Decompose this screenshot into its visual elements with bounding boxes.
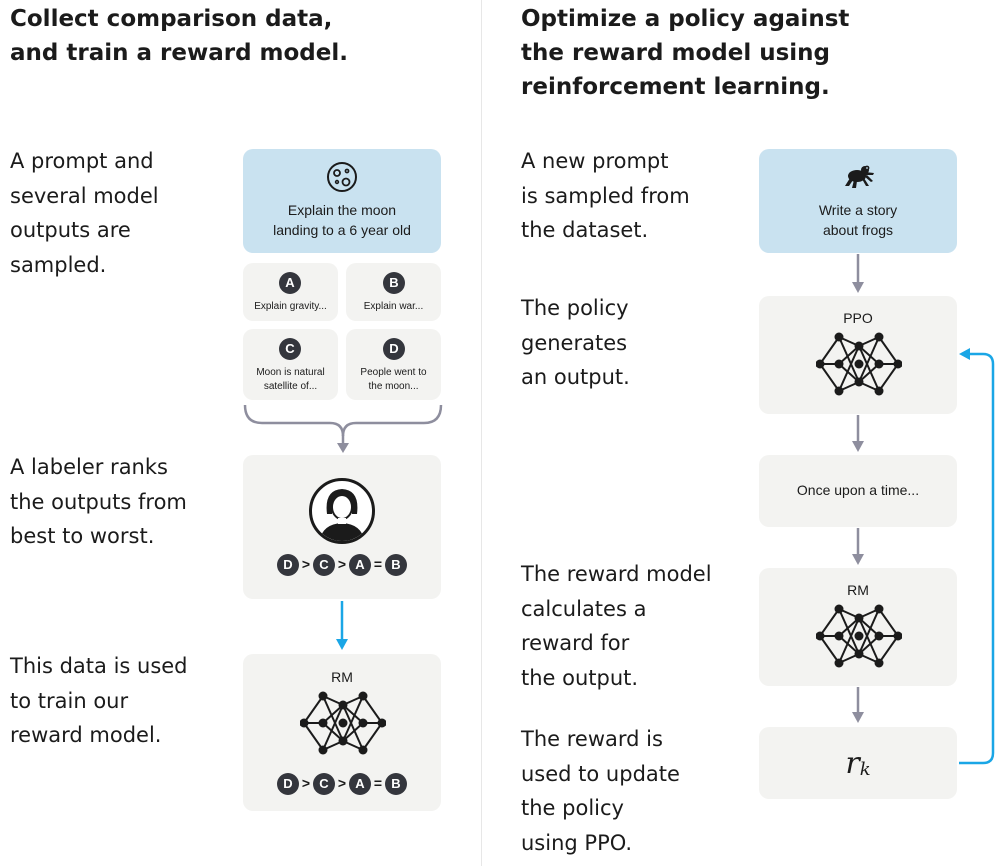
arrow-prompt-to-ppo [852, 254, 864, 293]
output-card-a: A Explain gravity... [243, 263, 338, 321]
badge-d: D [383, 338, 405, 360]
rm-rank-badge-1: D [277, 773, 299, 795]
reward-subscript: k [859, 758, 871, 780]
left-rm-label: RM [331, 669, 353, 685]
rm-rank-badge-4: B [385, 773, 407, 795]
output-text: Once upon a time... [796, 482, 920, 498]
rm-rank-badge-2: C [313, 773, 335, 795]
rank-badge-1: D [277, 554, 299, 576]
arrow-output-to-rm [852, 528, 864, 565]
output-box: Once upon a time... [759, 455, 957, 527]
rank-op-1: > [301, 556, 311, 572]
badge-a: A [279, 272, 301, 294]
ppo-box: PPO [759, 296, 957, 414]
left-heading: Collect comparison data,and train a rewa… [10, 6, 348, 66]
right-heading: Optimize a policy against the reward mod… [521, 6, 850, 100]
left-step2-text: A labeler ranks the outputs from best to… [10, 455, 187, 548]
rm-ranking: D>C>A=B [243, 773, 441, 795]
output-card-b: B Explain war... [346, 263, 441, 321]
left-rm-box: RM D>C>A=B [243, 654, 441, 811]
badge-b: B [383, 272, 405, 294]
ppo-neural-net-icon [816, 331, 902, 397]
rank-op-3: = [373, 556, 383, 572]
rm-rank-badge-3: A [349, 773, 371, 795]
right-rm-box: RM [759, 568, 957, 686]
rank-badge-2: C [313, 554, 335, 576]
panel-divider [481, 0, 482, 866]
right-prompt-text: Write a story about frogs [818, 202, 898, 238]
rank-badge-4: B [385, 554, 407, 576]
train-arrow [336, 601, 348, 650]
left-prompt-box: Explain the moon landing to a 6 year old [243, 149, 441, 253]
right-rm-label: RM [847, 582, 869, 598]
moon-icon [326, 161, 358, 193]
arrow-rm-to-reward [852, 687, 864, 723]
left-prompt-text: Explain the moon landing to a 6 year old [273, 202, 411, 238]
left-step3-text: This data is used to train our reward mo… [10, 654, 188, 747]
frog-icon [843, 164, 875, 190]
ppo-label: PPO [843, 310, 873, 326]
output-b-text: Explain war... [363, 301, 424, 312]
rm-rank-op-2: > [337, 775, 347, 791]
rank-badge-3: A [349, 554, 371, 576]
badge-c: C [279, 338, 301, 360]
right-step3-text: The reward model calculates a reward for… [521, 562, 712, 690]
right-step4-text: The reward is used to update the policy … [521, 727, 680, 855]
right-step2-text: The policy generates an output. [521, 296, 630, 389]
rm-rank-op-1: > [301, 775, 311, 791]
rank-op-2: > [337, 556, 347, 572]
output-a-text: Explain gravity... [254, 301, 327, 312]
rm-rank-op-3: = [373, 775, 383, 791]
merge-brace [243, 404, 443, 453]
labeler-ranking: D>C>A=B [243, 554, 441, 576]
labeler-box: D>C>A=B [243, 455, 441, 599]
right-step1-text: A new prompt is sampled from the dataset… [521, 149, 690, 242]
feedback-loop-arrow [959, 348, 995, 765]
right-prompt-box: Write a story about frogs [759, 149, 957, 253]
arrow-ppo-to-output [852, 415, 864, 452]
neural-net-icon [300, 690, 386, 756]
left-step1-text: A prompt and several model outputs are s… [10, 149, 159, 277]
rm-neural-net-icon [816, 603, 902, 669]
person-icon [309, 478, 375, 544]
